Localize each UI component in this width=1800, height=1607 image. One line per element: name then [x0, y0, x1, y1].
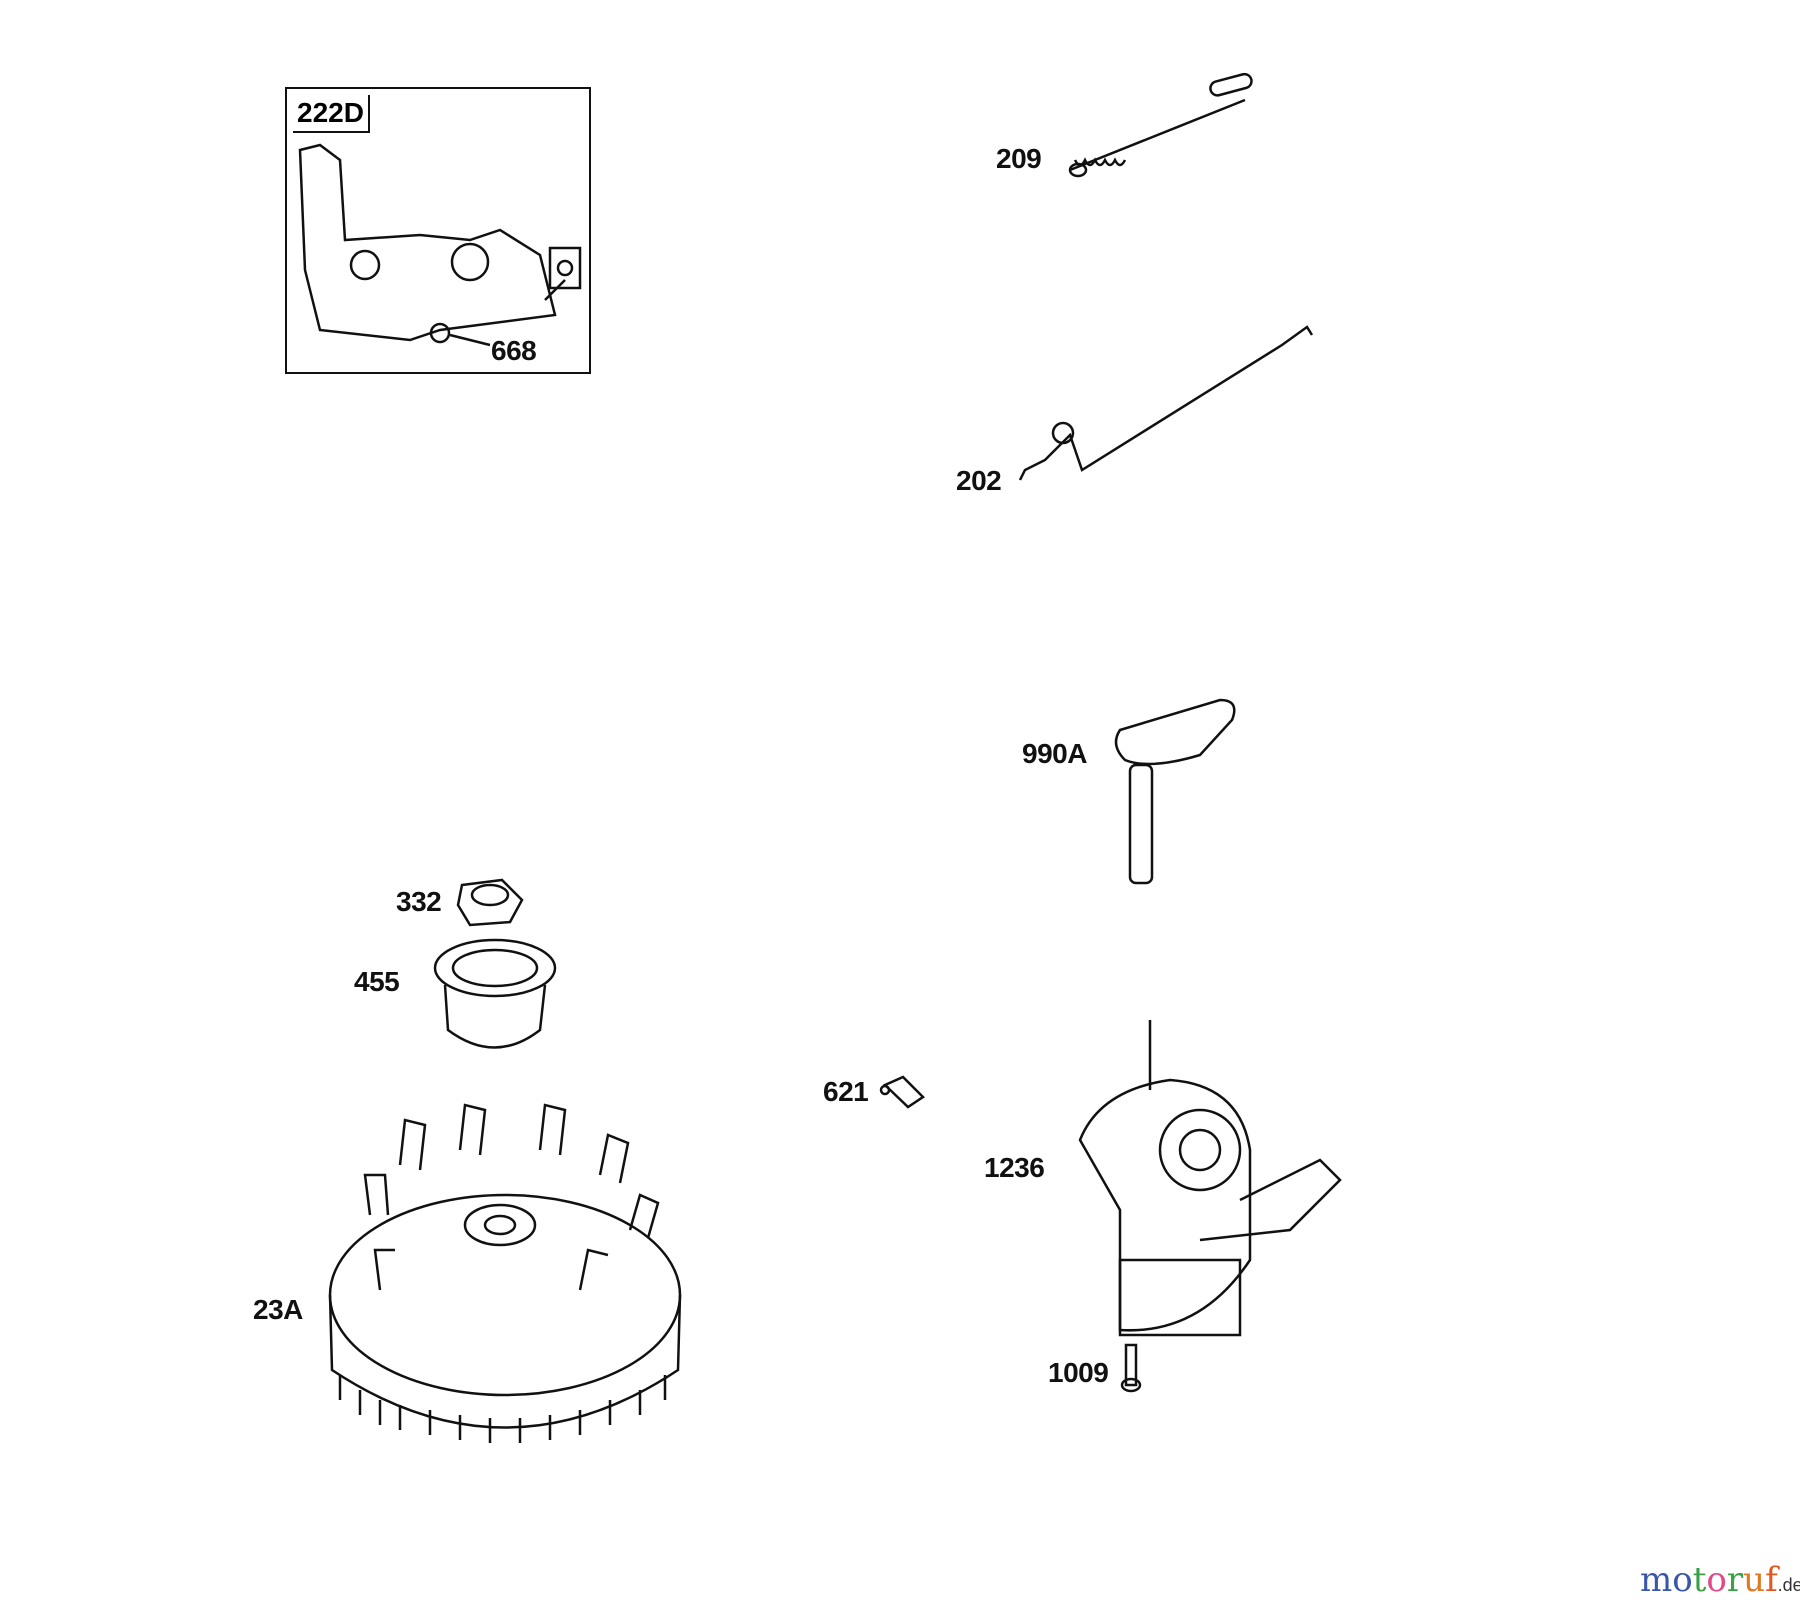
inset-box-222D: 222D — [285, 87, 591, 374]
logo-letter: f — [1765, 1560, 1778, 1600]
motoruf-logo: motoruf.de — [1640, 1560, 1800, 1600]
starter-cup-part — [433, 938, 557, 1049]
label-23A: 23A — [253, 1294, 303, 1325]
logo-letter: u — [1743, 1560, 1766, 1600]
governor-spring-part — [1068, 72, 1253, 178]
label-455: 455 — [354, 966, 400, 997]
starter-handle-part — [1114, 698, 1236, 885]
label-202: 202 — [956, 465, 1002, 496]
governor-link-part — [1018, 325, 1314, 481]
logo-name: motoruf — [1640, 1560, 1778, 1600]
label-990A: 990A — [1022, 738, 1087, 769]
nut-part — [456, 878, 524, 927]
logo-letter: o — [1706, 1560, 1727, 1600]
screw-part — [1120, 1343, 1142, 1393]
logo-tld: .de — [1777, 1575, 1800, 1595]
label-621: 621 — [823, 1076, 869, 1107]
label-209: 209 — [996, 143, 1042, 174]
label-1009: 1009 — [1048, 1357, 1109, 1388]
label-668: 668 — [491, 335, 537, 366]
inset-title: 222D — [293, 95, 370, 133]
label-332: 332 — [396, 886, 442, 917]
logo-letter: o — [1672, 1560, 1693, 1600]
flywheel-part — [328, 1103, 682, 1443]
governor-bracket-part — [298, 143, 582, 347]
logo-letter: r — [1726, 1560, 1744, 1600]
label-1236: 1236 — [984, 1152, 1045, 1183]
clip-part — [879, 1075, 925, 1109]
logo-letter: t — [1692, 1560, 1707, 1600]
starter-motor-part — [1078, 1020, 1342, 1337]
logo-letter: m — [1640, 1560, 1673, 1600]
